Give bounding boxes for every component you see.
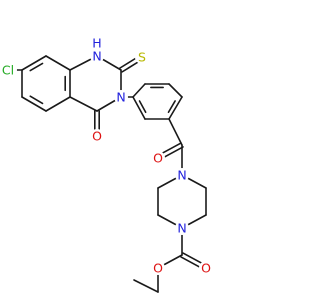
amide-nitrogen-atom: N — [116, 90, 125, 105]
bond-single — [45, 55, 71, 71]
ring-oxygen-atom: O — [92, 129, 102, 144]
ester-carbonyl-oxygen-background — [199, 261, 213, 275]
ring-oxygen-atom-background — [90, 129, 104, 143]
linker-oxygen-atom: O — [153, 151, 163, 166]
bond-single — [45, 96, 71, 112]
bond-single — [168, 118, 183, 146]
sulfur-atom-background — [135, 50, 149, 64]
ester-oxygen: O — [153, 261, 163, 276]
nh-nitrogen-atom: N — [92, 49, 101, 64]
bond-single — [132, 96, 146, 120]
chlorine-atom: Cl — [2, 63, 14, 78]
bond-single — [21, 55, 47, 71]
amide-nitrogen-atom-background — [114, 90, 128, 104]
nh-hydrogen-background — [91, 36, 103, 49]
bond-aromatic-inner — [29, 62, 44, 72]
linker-oxygen-atom-background — [151, 151, 165, 165]
sulfur-atom: S — [138, 50, 146, 65]
bond-aromatic-inner — [167, 100, 176, 114]
piperazine-nitrogen-top-background — [175, 168, 189, 182]
piperazine-nitrogen-top: N — [177, 168, 186, 183]
bond-aromatic-inner — [29, 95, 44, 105]
bond-single — [21, 96, 47, 112]
bond-aromatic-inner — [138, 100, 147, 114]
chlorine-atom-background — [0, 61, 17, 79]
piperazine-nitrogen-bottom: N — [177, 221, 186, 236]
bond-single — [168, 83, 183, 98]
ester-carbonyl-oxygen: O — [201, 261, 211, 276]
bond-single — [132, 83, 146, 98]
bond-single — [133, 279, 159, 293]
ester-oxygen-background — [151, 261, 165, 275]
bond-single — [69, 96, 98, 112]
bond-single — [168, 96, 183, 120]
piperazine-nitrogen-bottom-background — [175, 221, 189, 235]
nh-nitrogen-atom-background — [90, 49, 104, 63]
nh-hydrogen-atom: H — [92, 36, 101, 51]
